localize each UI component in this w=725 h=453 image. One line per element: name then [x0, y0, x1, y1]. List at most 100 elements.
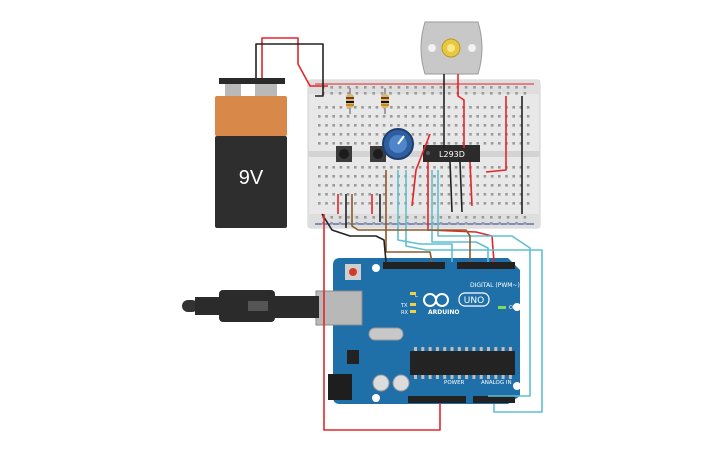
breadboard-hole	[512, 193, 515, 196]
mcu-pin	[435, 375, 439, 379]
mcu-pin	[479, 347, 483, 351]
breadboard-hole	[418, 124, 422, 127]
breadboard-hole	[498, 106, 501, 109]
breadboard-hole	[519, 133, 523, 136]
push-button-2[interactable]	[370, 146, 386, 162]
resistor-1[interactable]	[346, 88, 354, 114]
rail-hole	[422, 92, 426, 95]
potentiometer[interactable]	[382, 128, 414, 160]
breadboard-hole	[454, 115, 458, 118]
rail-hole	[355, 86, 359, 89]
rail-hole	[364, 92, 367, 95]
breadboard-hole	[490, 193, 494, 196]
rail-hole	[490, 86, 493, 89]
breadboard-hole	[433, 133, 436, 136]
breadboard-hole	[476, 193, 479, 196]
breadboard-hole	[346, 193, 350, 196]
rail-hole	[414, 92, 417, 95]
push-button-1[interactable]	[336, 146, 352, 162]
dc-motor[interactable]	[420, 21, 483, 75]
breadboard-hole	[397, 124, 400, 127]
rail-hole	[364, 86, 367, 89]
rail-hole	[439, 86, 443, 89]
rail-hole	[515, 92, 518, 95]
breadboard-hole	[505, 184, 508, 187]
breadboard-hole	[361, 124, 364, 127]
mcu-pin	[472, 375, 476, 379]
breadboard-hole	[339, 166, 343, 169]
digital-header-left	[383, 262, 445, 269]
breadboard-hole	[483, 106, 487, 109]
breadboard-hole	[339, 184, 343, 187]
rail-hole	[515, 216, 518, 219]
breadboard-hole	[498, 166, 501, 169]
rail-hole	[506, 216, 510, 219]
breadboard-hole	[361, 142, 364, 145]
battery-label: 9V	[239, 167, 264, 189]
mcu-pin	[457, 347, 461, 351]
breadboard-hole	[526, 106, 530, 109]
breadboard-hole	[519, 124, 523, 127]
rail-hole	[380, 92, 384, 95]
breadboard-hole	[490, 106, 494, 109]
rail-red-right	[485, 96, 507, 173]
usb-port	[315, 290, 363, 326]
breadboard-hole	[526, 133, 530, 136]
microcontroller-chip	[410, 351, 515, 375]
rail-hole	[481, 222, 485, 225]
breadboard-hole	[519, 202, 523, 205]
breadboard-hole	[325, 166, 328, 169]
mcu-pin	[494, 347, 498, 351]
breadboard-hole	[346, 202, 350, 205]
breadboard-hole	[512, 166, 515, 169]
breadboard-hole	[368, 175, 371, 178]
breadboard-hole	[332, 142, 335, 145]
rail-hole	[406, 216, 409, 219]
usb-cable[interactable]	[182, 290, 319, 322]
rail-hole	[330, 222, 333, 225]
breadboard-hole	[498, 184, 501, 187]
mcu-pin	[428, 347, 432, 351]
breadboard-hole	[368, 184, 371, 187]
breadboard-hole	[390, 166, 393, 169]
rail-hole	[481, 216, 485, 219]
breadboard-hole	[339, 133, 343, 136]
rail-hole	[490, 92, 493, 95]
breadboard-hole	[483, 184, 487, 187]
breadboard-hole	[418, 175, 422, 178]
breadboard-hole	[498, 193, 501, 196]
breadboard-hole	[476, 115, 479, 118]
resistor-2[interactable]	[381, 88, 389, 114]
breadboard-hole	[440, 175, 443, 178]
chip-red-2	[469, 161, 473, 207]
mcu-pin	[435, 347, 439, 351]
mcu-pin	[494, 375, 498, 379]
rail-hole	[439, 216, 443, 219]
rail-hole	[330, 92, 333, 95]
breadboard-hole	[361, 202, 364, 205]
breadboard-hole	[318, 106, 321, 109]
rail-hole	[406, 86, 409, 89]
breadboard-hole	[483, 133, 487, 136]
breadboard-hole	[433, 202, 436, 205]
mcu-pin	[428, 375, 432, 379]
breadboard-hole	[454, 175, 458, 178]
rail-hole	[380, 86, 384, 89]
breadboard-hole	[454, 142, 458, 145]
battery-9v[interactable]: 9V	[215, 78, 287, 228]
mcu-pin	[457, 375, 461, 379]
breadboard-hole	[454, 193, 458, 196]
breadboard-hole	[498, 124, 501, 127]
breadboard-hole	[375, 133, 379, 136]
breadboard-hole	[476, 175, 479, 178]
l293d-chip[interactable]: L293D	[423, 145, 480, 162]
chip-black-1	[449, 161, 453, 213]
breadboard-hole	[447, 175, 451, 178]
breadboard-hole	[375, 202, 379, 205]
breadboard-hole	[440, 202, 443, 205]
breadboard-hole	[325, 142, 328, 145]
arduino-uno[interactable]: DIGITAL (PWM~) POWER ANALOG IN L TX RX O…	[315, 258, 521, 404]
breadboard-hole	[346, 166, 350, 169]
breadboard-hole	[318, 142, 321, 145]
rx-label: RX	[401, 310, 408, 316]
